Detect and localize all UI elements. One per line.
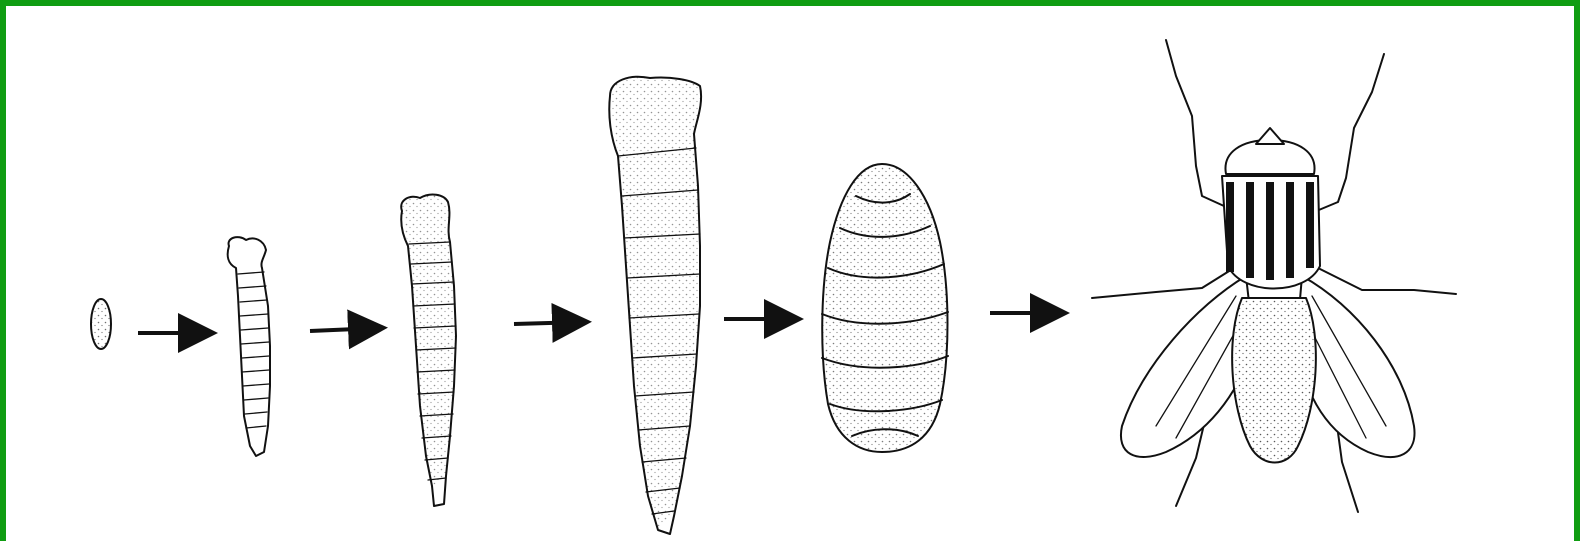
larva-medium-icon bbox=[401, 195, 456, 506]
larva-large-icon bbox=[609, 77, 701, 534]
arrow-3 bbox=[514, 322, 584, 324]
housefly-icon bbox=[1092, 40, 1456, 512]
egg-icon bbox=[91, 299, 111, 349]
life-cycle-diagram bbox=[6, 6, 1580, 547]
pupa-icon bbox=[822, 164, 948, 452]
arrow-2 bbox=[310, 328, 380, 331]
larva-small-icon bbox=[228, 237, 270, 456]
